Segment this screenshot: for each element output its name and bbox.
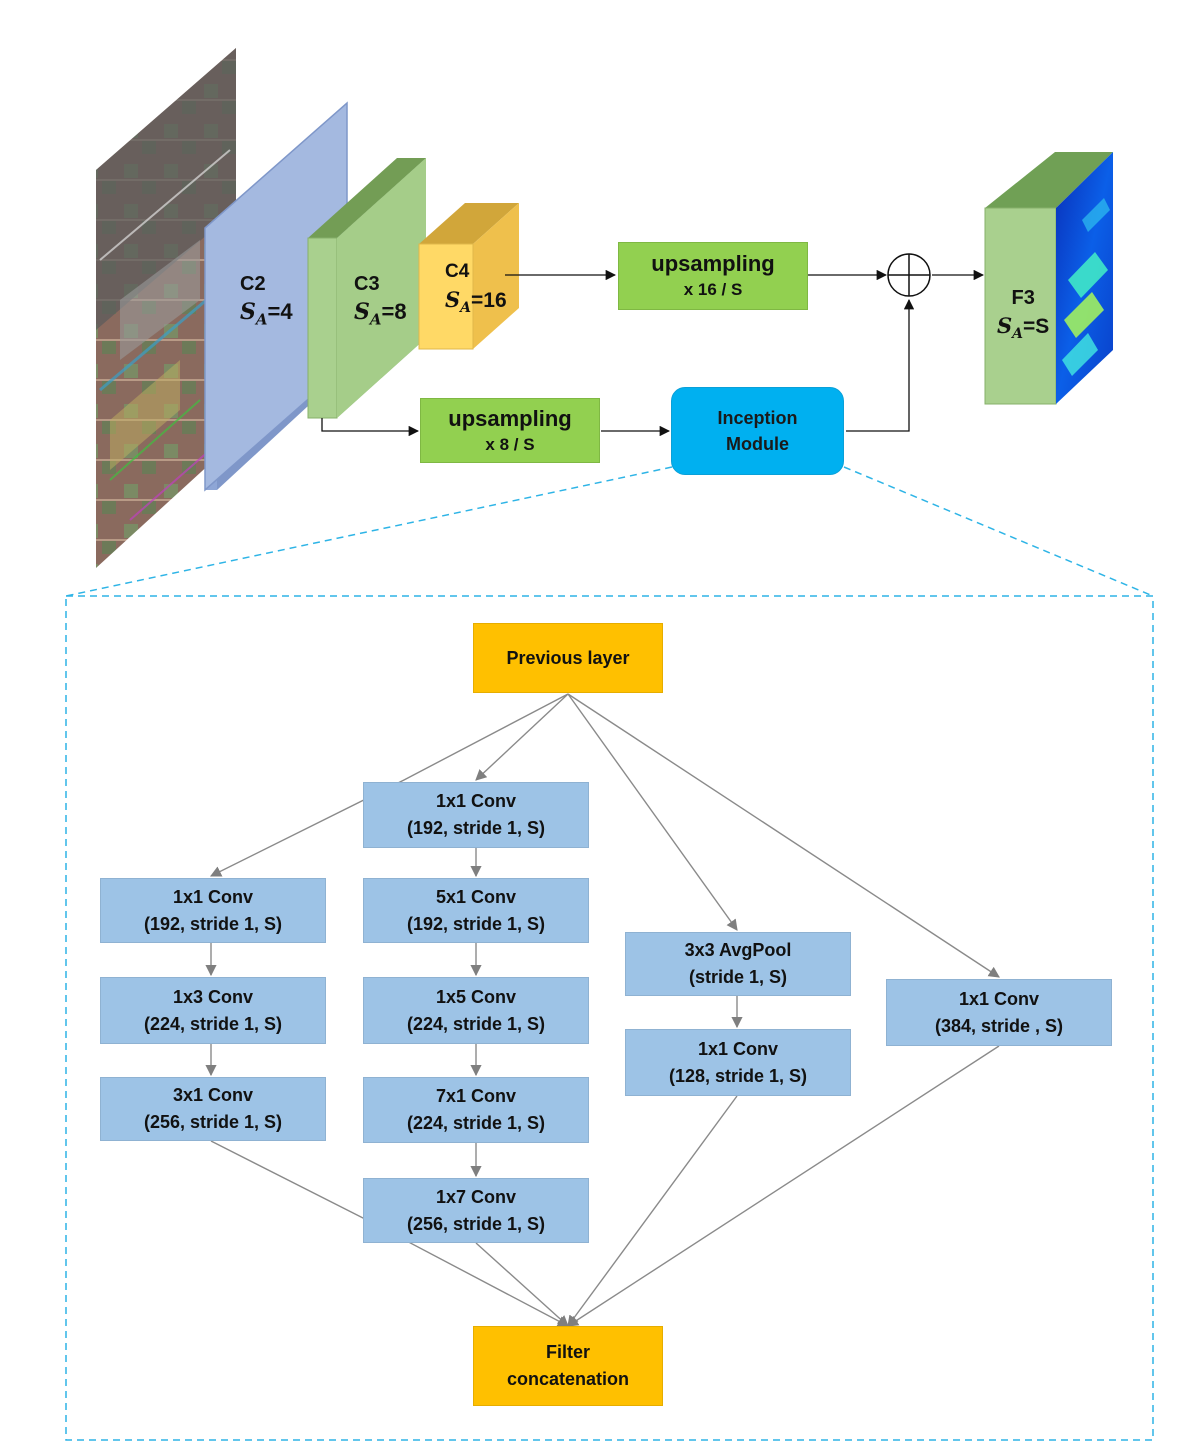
c4-label: C4 SA=16 [445,258,507,322]
conv-params: (224, stride 1, S) [406,1013,546,1034]
c4-sa-value: =16 [471,289,507,312]
c4-name: C4 [445,261,470,282]
conv-params: (128, stride 1, S) [668,1065,808,1086]
conv-title: 1x3 Conv [172,986,254,1007]
conv-params: (224, stride 1, S) [406,1113,546,1133]
filter-concatenation-box: Filter concatenation [473,1326,663,1406]
sa-subscript: A [255,310,268,329]
c3-sa-value: =8 [381,299,407,324]
conv-title: 5x1 Conv [435,886,517,907]
conv-params: (256, stride 1, S) [406,1213,546,1234]
conv-title: 7x1 Conv [435,1086,517,1106]
upsampling-box-bottom: upsampling x 8 / S [420,398,600,463]
upsampling-title: upsampling [651,251,775,276]
c2-name: C2 [240,273,266,295]
conv-title: 1x1 Conv [697,1038,779,1059]
filter-concat-line2: concatenation [506,1369,630,1389]
branch2-node-2: 5x1 Conv (192, stride 1, S) [363,878,589,943]
conv-title: 1x5 Conv [435,986,517,1007]
branch2-node-3: 1x5 Conv (224, stride 1, S) [363,977,589,1044]
branch1-node-3: 3x1 Conv (256, stride 1, S) [100,1077,326,1141]
upsampling-factor: x 8 / S [485,434,535,454]
f3-name: F3 [1011,287,1035,309]
conv-params: (384, stride , S) [934,1015,1064,1036]
conv-params: (192, stride 1, S) [406,818,546,838]
upsampling-factor: x 16 / S [683,280,743,299]
c4-block [418,203,519,350]
conv-title: 1x1 Conv [435,791,517,811]
inception-module-line1: Inception [717,408,798,428]
aerial-input-image [96,48,236,568]
pool-title: 3x3 AvgPool [684,940,792,960]
branch2-node-1: 1x1 Conv (192, stride 1, S) [363,782,589,848]
c3-block [307,158,426,419]
sa-subscript: A [460,300,472,317]
conv-params: (224, stride 1, S) [143,1013,283,1034]
c3-name: C3 [354,273,380,295]
f3-block [984,152,1113,405]
upsampling-title: upsampling [448,405,572,431]
conv-params: (192, stride 1, S) [406,913,546,934]
branch3-node-2: 1x1 Conv (128, stride 1, S) [625,1029,851,1096]
filter-concat-line1: Filter [545,1342,590,1362]
sa-symbol: S [445,287,461,312]
sa-subscript: A [1012,326,1024,343]
sa-subscript: A [369,310,382,329]
c3-sa: SA=8 [354,298,407,333]
c2-sa-value: =4 [267,299,293,324]
branch2-node-5: 1x7 Conv (256, stride 1, S) [363,1178,589,1243]
f3-label: F3 SA=S [997,284,1049,348]
conv-params: (192, stride 1, S) [143,913,283,934]
previous-layer-box: Previous layer [473,623,663,693]
conv-title: 1x7 Conv [435,1186,517,1207]
upsampling-box-top: upsampling x 16 / S [618,242,808,310]
branch1-node-2: 1x3 Conv (224, stride 1, S) [100,977,326,1044]
conv-title: 3x1 Conv [172,1085,254,1105]
previous-layer-label: Previous layer [506,647,630,668]
f3-sa-value: =S [1023,315,1050,338]
branch1-node-1: 1x1 Conv (192, stride 1, S) [100,878,326,943]
branch4-node-1: 1x1 Conv (384, stride , S) [886,979,1112,1046]
inception-module-box: Inception Module [671,387,844,475]
c4-sa: SA=16 [445,286,507,322]
sa-symbol: S [240,299,256,325]
inception-zoom-frame [65,466,1154,1441]
inception-module-line2: Module [726,434,789,454]
sum-node [887,253,931,297]
conv-title: 1x1 Conv [958,988,1040,1009]
sa-symbol: S [354,299,370,325]
f3-sa: SA=S [997,312,1049,348]
pool-params: (stride 1, S) [688,967,788,987]
sa-symbol: S [997,313,1013,338]
conv-params: (256, stride 1, S) [143,1112,283,1132]
c3-label: C3 SA=8 [354,270,407,333]
inception-connectors [205,693,1000,1327]
conv-title: 1x1 Conv [172,886,254,907]
encoder-arrows [321,269,985,437]
c2-sa: SA=4 [240,298,293,333]
c2-label: C2 SA=4 [240,270,293,333]
branch3-node-1: 3x3 AvgPool (stride 1, S) [625,932,851,996]
branch2-node-4: 7x1 Conv (224, stride 1, S) [363,1077,589,1143]
